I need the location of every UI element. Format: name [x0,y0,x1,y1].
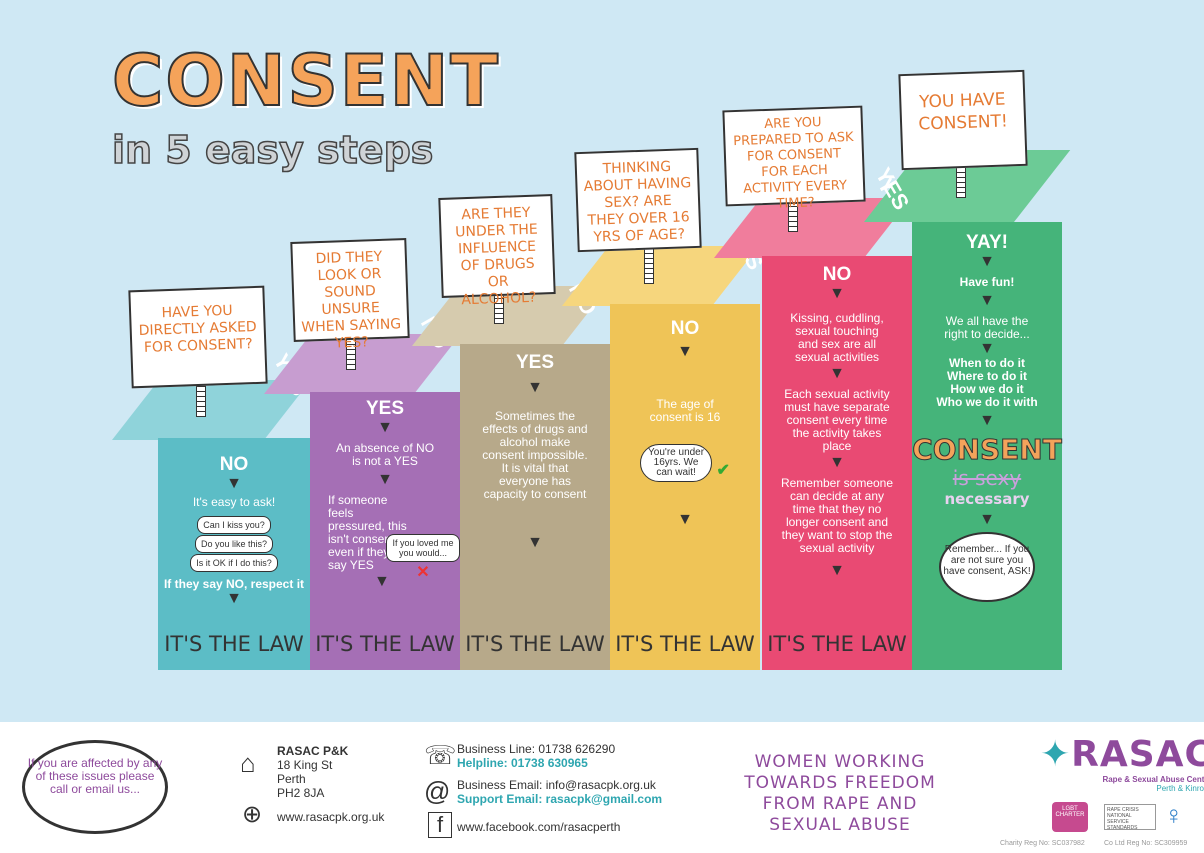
title-main: CONSENT [111,39,501,123]
facebook-icon: f [428,812,452,838]
title-sub: in 5 easy steps [111,127,434,173]
arrow-down-icon: ▼ [829,285,845,302]
step-1-answer: NO [219,454,249,475]
arrow-down-icon: ▼ [677,343,693,360]
step-6-answer: YAY! [966,232,1008,253]
business-email[interactable]: Business Email: info@rasacpk.org.uk [457,778,656,792]
law-label: IT'S THE LAW [767,632,907,656]
rasac-logo: ✦RASAC Rape & Sexual Abuse Centre Perth … [1040,734,1204,793]
step-6: YAY! ▼ Have fun! ▼ We all have the right… [864,150,1071,670]
cross-icon: ✕ [416,564,430,581]
org-name: RASAC P&K [277,744,349,758]
support-email[interactable]: Support Email: rasacpk@gmail.com [457,792,663,806]
step-1-note: If they say NO, respect it [163,577,305,591]
step-5-text-3: Remember someone can decide at any time … [780,476,894,555]
logo-tagline: Rape & Sexual Abuse Centre [1102,775,1204,784]
arrow-down-icon: ▼ [979,340,995,357]
phone-icon: ☏ [424,740,457,770]
speech-bubble: You're under 16yrs. We can wait! [640,444,713,482]
sign-pole [644,248,654,284]
arrow-down-icon: ▼ [979,511,995,528]
arrow-down-icon: ▼ [829,454,845,471]
badge-necessary: necessary [944,490,1030,508]
step-3-text: Sometimes the effects of drugs and alcoh… [482,409,588,501]
speech-bubble: Is it OK if I do this? [190,554,278,572]
law-label: IT'S THE LAW [315,632,455,656]
step-6-sign: YOU HAVE CONSENT! [898,69,1028,171]
at-icon: @ [424,776,451,806]
step-2: YES ▼ An absence of NO is not a YES ▼ If… [264,334,464,670]
step-4-answer: NO [670,318,700,339]
step-3: YES ▼ Sometimes the effects of drugs and… [412,286,612,670]
badge-is-sexy: is sexy [952,466,1022,490]
step-6-text-6: Who we do it with [936,395,1038,409]
logo-area: Perth & Kinross [1156,784,1204,793]
step-2-answer: YES [365,398,405,419]
company-reg: Co Ltd Reg No: SC309959 [1104,840,1188,847]
step-4-text: The age of consent is 16 [649,397,721,424]
badge-consent: CONSENT [912,433,1063,467]
law-label: IT'S THE LAW [164,632,304,656]
law-label: IT'S THE LAW [465,632,605,656]
globe-icon: ⊕ [242,801,263,828]
infographic-poster: CONSENT in 5 easy steps NO ▼ It's easy t… [110,39,1071,670]
step-5: NO ▼ Kissing, cuddling, sexual touching … [714,198,914,670]
step-5-text-2: Each sexual activity must have separate … [784,387,890,453]
arrow-down-icon: ▼ [527,534,543,551]
law-label: IT'S THE LAW [615,632,755,656]
step-1: NO ▼ It's easy to ask! Can I kiss you? D… [112,380,312,670]
facebook-link[interactable]: www.facebook.com/rasacperth [457,820,621,834]
helpline[interactable]: Helpline: 01738 630965 [457,756,588,770]
house-icon: ⌂ [240,748,256,778]
step-6-text-1: Have fun! [959,275,1015,289]
step-4: NO ▼ The age of consent is 16 You're und… [562,246,762,670]
step-5-answer: NO [822,264,852,285]
arrow-down-icon: ▼ [226,475,242,492]
step-2-sign: DID THEY LOOK OR SOUND UNSURE WHEN SAYIN… [290,238,410,352]
arrow-down-icon: ▼ [829,562,845,579]
logo-name: RASAC [1071,734,1204,775]
address-line: 18 King St [277,758,333,772]
website-link[interactable]: www.rasacpk.org.uk [277,810,385,824]
charity-reg: Charity Reg No: SC037982 [1000,840,1085,847]
step-6-text-3: When to do it [949,356,1025,370]
remember-cloud: Remember... If you are not sure you have… [939,532,1035,602]
arrow-down-icon: ▼ [377,419,393,436]
slogan: WOMEN WORKING TOWARDS FREEDOM FROM RAPE … [744,752,936,835]
speech-bubble: Can I kiss you? [197,516,271,534]
step-6-text-4: Where to do it [947,369,1027,383]
lgbt-badge: LGBT CHARTER [1052,802,1088,832]
step-5-text-1: Kissing, cuddling, sexual touching and s… [790,311,884,364]
address-line: Perth [277,772,306,786]
step-2-text-2: If someone feels pressured, this isn't c… [328,493,407,572]
arrow-down-icon: ▼ [377,471,393,488]
contact-cloud: If you are affected by any of these issu… [22,740,168,834]
address-line: PH2 8JA [277,786,325,800]
arrow-down-icon: ▼ [226,590,242,607]
step-6-text-2: We all have the right to decide... [944,314,1030,341]
arrow-down-icon: ▼ [979,253,995,270]
person-icon: ✦ [1040,734,1072,775]
sign-pole [196,385,206,417]
speech-bubble: Do you like this? [194,535,274,553]
arrow-down-icon: ▼ [677,511,693,528]
step-2-text-1: An absence of NO is not a YES [335,441,435,468]
business-line: Business Line: 01738 626290 [457,742,616,756]
arrow-down-icon: ▼ [979,292,995,309]
step-5-sign: ARE YOU PREPARED TO ASK FOR CONSENT FOR … [722,105,866,212]
checkmark-icon: ✔ [716,462,730,479]
step-1-sign: HAVE YOU DIRECTLY ASKED FOR CONSENT? [128,285,268,389]
arrow-down-icon: ▼ [979,412,995,429]
footer: If you are affected by any of these issu… [0,722,1204,853]
step-3-sign: ARE THEY UNDER THE INFLUENCE OF DRUGS OR… [438,194,556,308]
step-4-sign: THINKING ABOUT HAVING SEX? ARE THEY OVER… [574,147,702,253]
vf-logo-icon: ♀ [1164,800,1184,830]
step-1-text: It's easy to ask! [192,495,276,509]
arrow-down-icon: ▼ [527,379,543,396]
step-3-answer: YES [515,352,555,373]
standards-badge: RAPE CRISIS NATIONAL SERVICE STANDARDS [1104,804,1156,831]
arrow-down-icon: ▼ [374,573,390,590]
arrow-down-icon: ▼ [829,365,845,382]
step-6-text-5: How we do it [950,382,1024,396]
